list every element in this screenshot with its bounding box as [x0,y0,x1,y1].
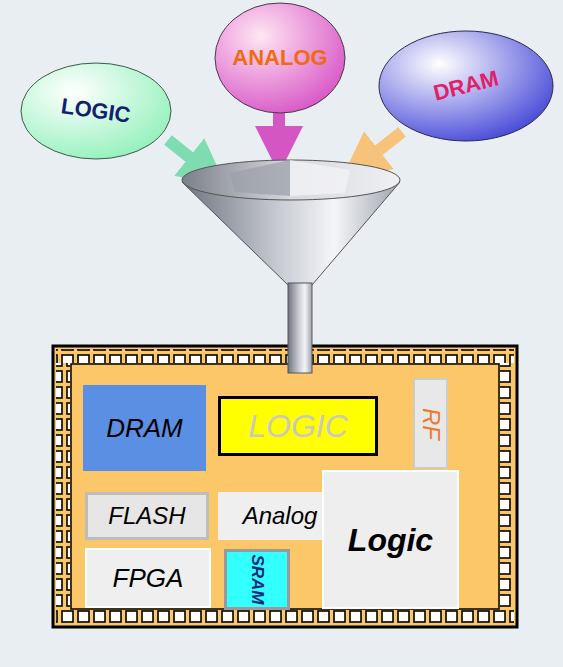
block-label: RF [419,408,443,440]
block-label: FPGA [113,565,184,591]
logic-block: LOGIC [218,396,378,456]
block-label: Analog [243,504,318,528]
input-ellipse: LOGIC [20,62,172,160]
fpga-block: FPGA [85,548,211,608]
flash-block: FLASH [85,492,209,540]
funnel [182,160,400,373]
block-label: Logic [348,524,433,556]
logic-block: Logic [322,470,459,609]
block-label: DRAM [106,415,183,441]
input-ellipse: ANALOG [214,2,346,114]
input-ellipse: DRAM [378,30,554,142]
block-label: SRAM [249,554,266,604]
chip-package [53,346,517,627]
block-label: FLASH [108,504,185,528]
block-label: LOGIC [248,410,348,442]
rf-block: RF [413,378,448,469]
sram-block: SRAM [224,549,290,610]
block-label: ANALOG [232,47,327,69]
dram-block: DRAM [83,385,206,471]
